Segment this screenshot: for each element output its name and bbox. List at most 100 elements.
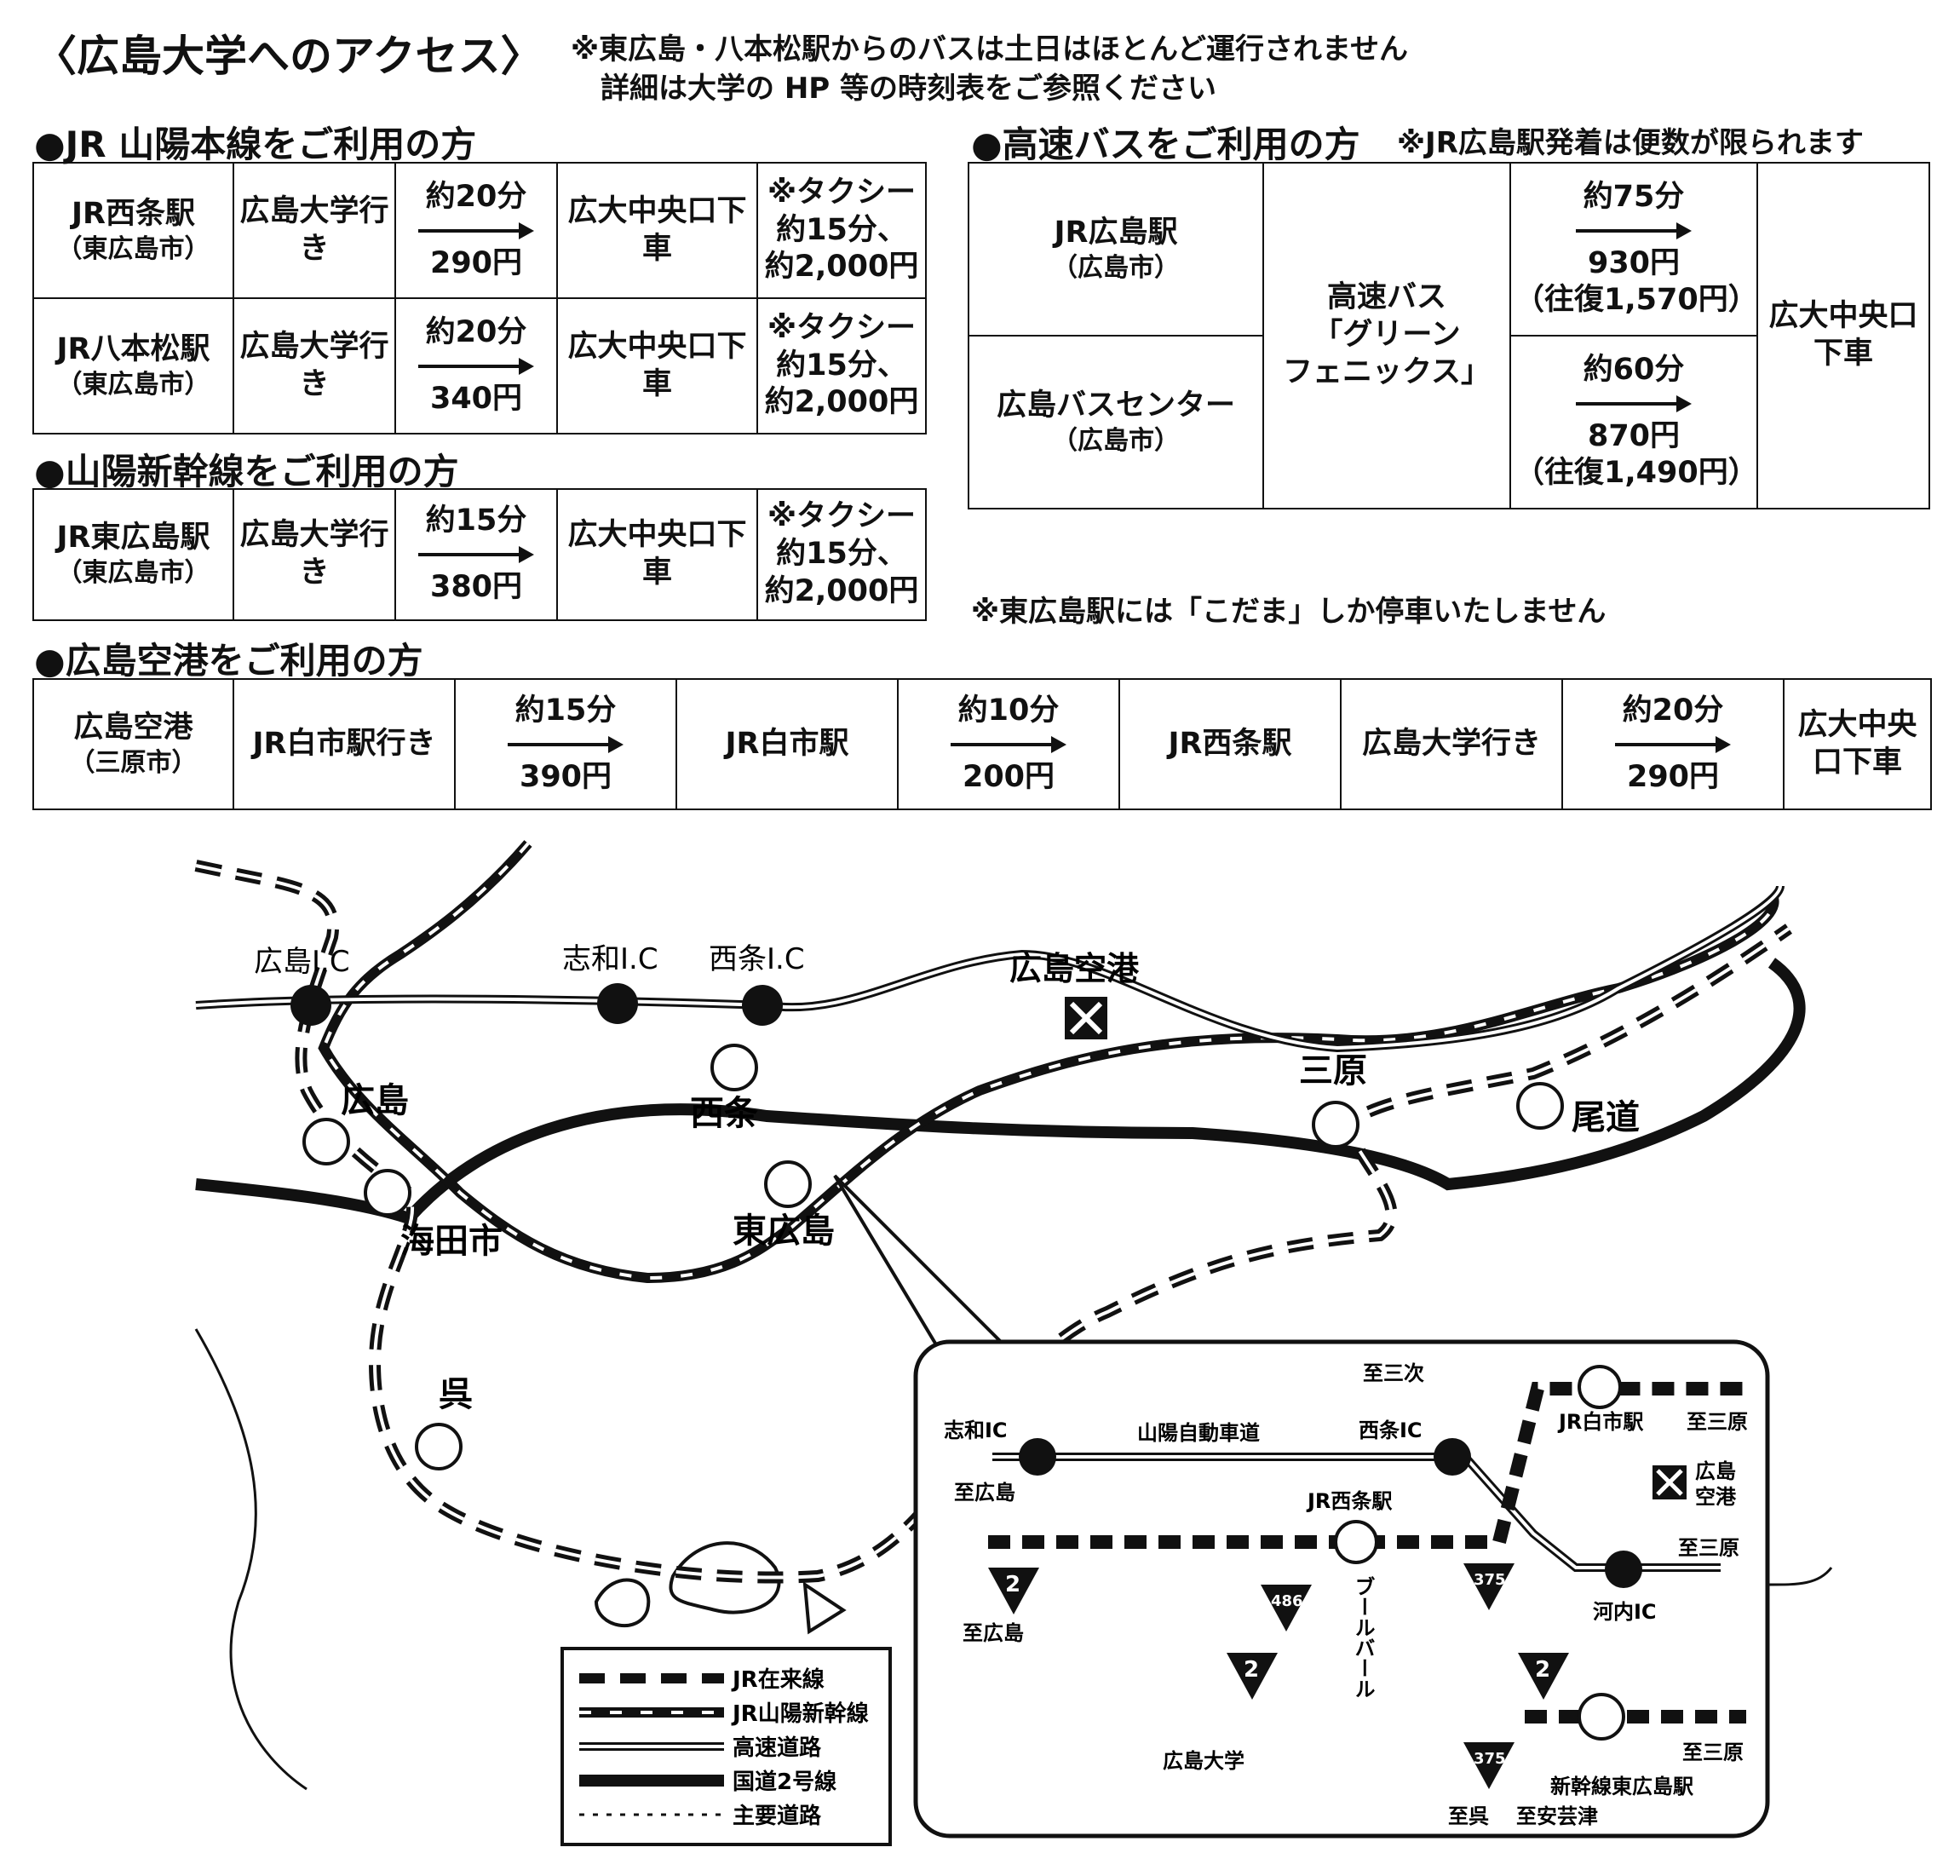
route-2-icon — [1518, 1653, 1569, 1700]
interchange-marker — [597, 983, 638, 1024]
route-2-number: 2 — [1535, 1657, 1550, 1683]
taxi-fare: 約2,000円 — [764, 573, 919, 608]
fare: 380円 — [429, 570, 523, 604]
travel-time: 約10分 — [957, 693, 1060, 728]
travel-cell: 約10分 200円 — [897, 678, 1120, 810]
station-city: （東広島市） — [56, 558, 210, 589]
route-375-number: 375 — [1474, 1571, 1506, 1589]
station-name: JR八本松駅 — [56, 331, 210, 366]
origin-city: （広島市） — [1052, 425, 1180, 456]
fare: 290円 — [429, 245, 523, 280]
legend-jr: JR在来線 — [731, 1666, 825, 1693]
travel-time: 約75分 — [1583, 179, 1685, 214]
inset-label: 新幹線東広島駅 — [1550, 1775, 1693, 1798]
map-label-saijo: 西条 — [690, 1094, 758, 1133]
page-title: 〈広島大学へのアクセス〉 — [34, 32, 543, 81]
legend-expressway: 高速道路 — [733, 1735, 822, 1761]
taxi-cell: ※タクシー約15分、約2,000円 — [756, 488, 927, 621]
taxi-label: ※タクシー — [767, 175, 917, 210]
national-route-2 — [195, 958, 1806, 1226]
inset-label: 至広島 — [963, 1621, 1024, 1645]
interchange-marker — [290, 985, 331, 1026]
map-label-onomichi: 尾道 — [1572, 1098, 1640, 1137]
route-2-icon — [1227, 1653, 1278, 1700]
station-city: （東広島市） — [56, 233, 210, 264]
highway-bus-note: ※JR広島駅発着は便数が限られます — [1397, 126, 1864, 160]
travel-time: 約20分 — [425, 179, 527, 214]
inset-label: 西条IC — [1359, 1419, 1423, 1442]
inset-label: JR西条駅 — [1306, 1489, 1392, 1513]
route-375-number: 375 — [1474, 1750, 1506, 1768]
bus-cell: 広島大学行き — [233, 297, 396, 434]
origin-name: 広島空港 — [73, 710, 193, 745]
station-name: JR東広島駅 — [56, 521, 210, 555]
inset-label: JR白市駅 — [1557, 1410, 1643, 1434]
arrow-right-icon — [418, 546, 534, 563]
inset-label: 至三原 — [1682, 1741, 1744, 1764]
map-label-kure: 呉 — [439, 1375, 473, 1414]
bus-line1: 高速バス — [1326, 280, 1446, 315]
station-marker — [302, 1118, 350, 1165]
bus-cell: JR白市駅行き — [233, 678, 456, 810]
airport-icon — [1652, 1465, 1687, 1499]
station-cell: JR白市駅 — [675, 678, 899, 810]
arrow-right-icon — [951, 735, 1066, 753]
origin-cell: 広島空港（三原市） — [32, 678, 234, 810]
station-cell: JR東広島駅（東広島市） — [32, 488, 234, 621]
travel-time: 約60分 — [1583, 352, 1685, 387]
route-486-icon — [1261, 1585, 1312, 1631]
map-label-saijo-ic: 西条I.C — [709, 942, 805, 976]
inset-label: 広島 — [1695, 1459, 1736, 1483]
inset-label: 至安芸津 — [1516, 1804, 1598, 1828]
route-375-icon — [1463, 1742, 1515, 1789]
inset-label: 志和IC — [944, 1419, 1008, 1442]
inset-label: 広島大学 — [1163, 1749, 1244, 1773]
station-cell: JR八本松駅（東広島市） — [32, 297, 234, 434]
fare: 200円 — [962, 759, 1055, 794]
map-label-mihara: 三原 — [1299, 1051, 1367, 1090]
taxi-fare: 約2,000円 — [764, 385, 919, 420]
inset-label: 至三次 — [1363, 1361, 1424, 1385]
inset-label: 至広島 — [954, 1481, 1015, 1505]
arrow-right-icon — [1576, 394, 1692, 412]
island — [669, 1541, 781, 1614]
legend-major-road: 主要道路 — [733, 1803, 822, 1829]
legend-shinkansen: JR山陽新幹線 — [731, 1700, 869, 1727]
stop-cell: 広大中央口下車 — [1783, 678, 1932, 810]
shinkansen-line — [321, 842, 1776, 1280]
map-label-hiroshima-ic: 広島I.C — [254, 945, 350, 979]
station-marker — [710, 1044, 758, 1091]
inset-label: 空港 — [1695, 1485, 1737, 1509]
taxi-time: 約15分、 — [776, 212, 907, 247]
station-cell: JR西条駅 — [1118, 678, 1342, 810]
island — [594, 1578, 651, 1627]
inset-map: 2 2 2 486 375 375 至三次 志和IC 山陽自動車道 西条IC J… — [913, 1339, 1770, 1839]
arrow-right-icon — [508, 735, 624, 753]
map-label-higashihiroshima: 東広島 — [733, 1211, 835, 1251]
travel-cell: 約20分 290円 — [394, 162, 558, 299]
route-2-number: 2 — [1244, 1657, 1259, 1683]
arrow-right-icon — [418, 222, 534, 239]
map-svg: 広島I.C 志和I.C 西条I.C 広島空港 広島 海田市 西条 東広島 三原 … — [194, 840, 1833, 1846]
taxi-fare: 約2,000円 — [764, 250, 919, 285]
legend: JR在来線 JR山陽新幹線 高速道路 国道2号線 主要道路 — [560, 1647, 892, 1846]
inset-label: 山陽自動車道 — [1137, 1421, 1260, 1445]
notice-line1: ※東広島・八本松駅からのバスは土日はほとんど運行されません — [571, 32, 1409, 66]
taxi-label: ※タクシー — [767, 499, 917, 534]
route-2-icon — [988, 1568, 1039, 1614]
fare: 930円 — [1587, 245, 1681, 280]
airport-icon — [1065, 997, 1107, 1039]
origin-name: JR広島駅 — [1054, 215, 1178, 250]
roundtrip-fare: （往復1,490円） — [1515, 456, 1758, 491]
stop-cell: 広大中央口下車 — [556, 488, 758, 621]
map-label-hiroshima: 広島 — [341, 1081, 409, 1120]
inset-label: 至三原 — [1687, 1410, 1748, 1434]
taxi-cell: ※タクシー約15分、約2,000円 — [756, 297, 927, 434]
